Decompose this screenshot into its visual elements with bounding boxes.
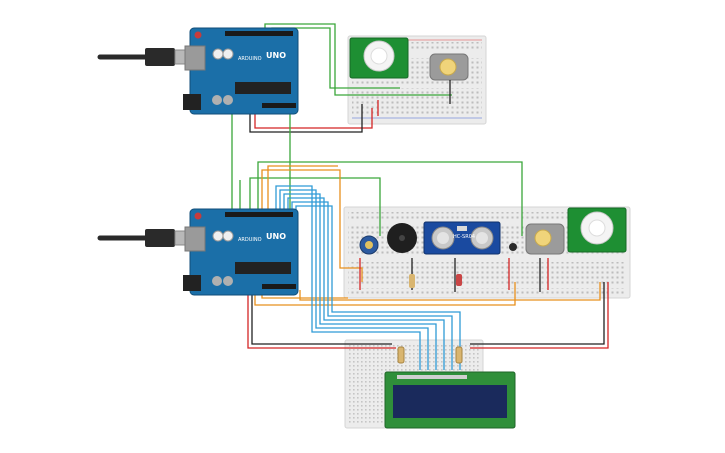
pir-sensor-top: [349, 37, 409, 79]
wire-black: [249, 104, 363, 133]
wire-orange: [299, 282, 601, 301]
dc-motor-main: [525, 223, 565, 255]
wire-red: [254, 108, 373, 129]
dc-motor-top: [429, 53, 469, 104]
resistor: [455, 346, 463, 364]
wire-red: [247, 290, 396, 349]
wire-blue: [295, 205, 461, 370]
arduino-model: UNO: [266, 51, 286, 60]
resistor: [409, 274, 415, 288]
potentiometer: [359, 235, 379, 255]
wire-red: [470, 282, 609, 349]
arduino-model: UNO: [266, 232, 286, 241]
pir-sensor-main: [567, 207, 627, 253]
wire-blue: [279, 189, 429, 370]
lcd-display: [384, 371, 516, 429]
wire-green: [257, 161, 523, 236]
ultrasonic-sensor: HC-SR04: [423, 221, 501, 255]
wire-orange: [261, 169, 363, 282]
wire-blue: [275, 185, 421, 370]
usb-cable-bottom: [97, 229, 194, 247]
photoresistor: [509, 243, 517, 251]
wire-green: [249, 177, 381, 236]
piezo-buzzer: [387, 223, 417, 253]
usb-cable-top: [97, 48, 194, 66]
wire-black: [470, 282, 605, 345]
wire-blue: [287, 197, 445, 370]
wires: [231, 23, 609, 370]
wire-green: [264, 23, 452, 96]
arduino-logo: ARDUINO: [238, 237, 262, 243]
wire-blue: [283, 193, 437, 370]
arduino-logo: ARDUINO: [238, 56, 262, 62]
wire-blue: [291, 201, 453, 370]
sensor-label: HC-SR04: [453, 234, 475, 240]
resistor: [456, 274, 462, 286]
arduino-board-bottom: ARDUINO UNO: [183, 208, 299, 296]
arduino-board-top: ARDUINO UNO: [183, 27, 299, 115]
wire-orange: [267, 165, 338, 212]
wire-black: [251, 290, 392, 345]
wire-orange: [254, 282, 516, 306]
resistor: [397, 346, 405, 364]
